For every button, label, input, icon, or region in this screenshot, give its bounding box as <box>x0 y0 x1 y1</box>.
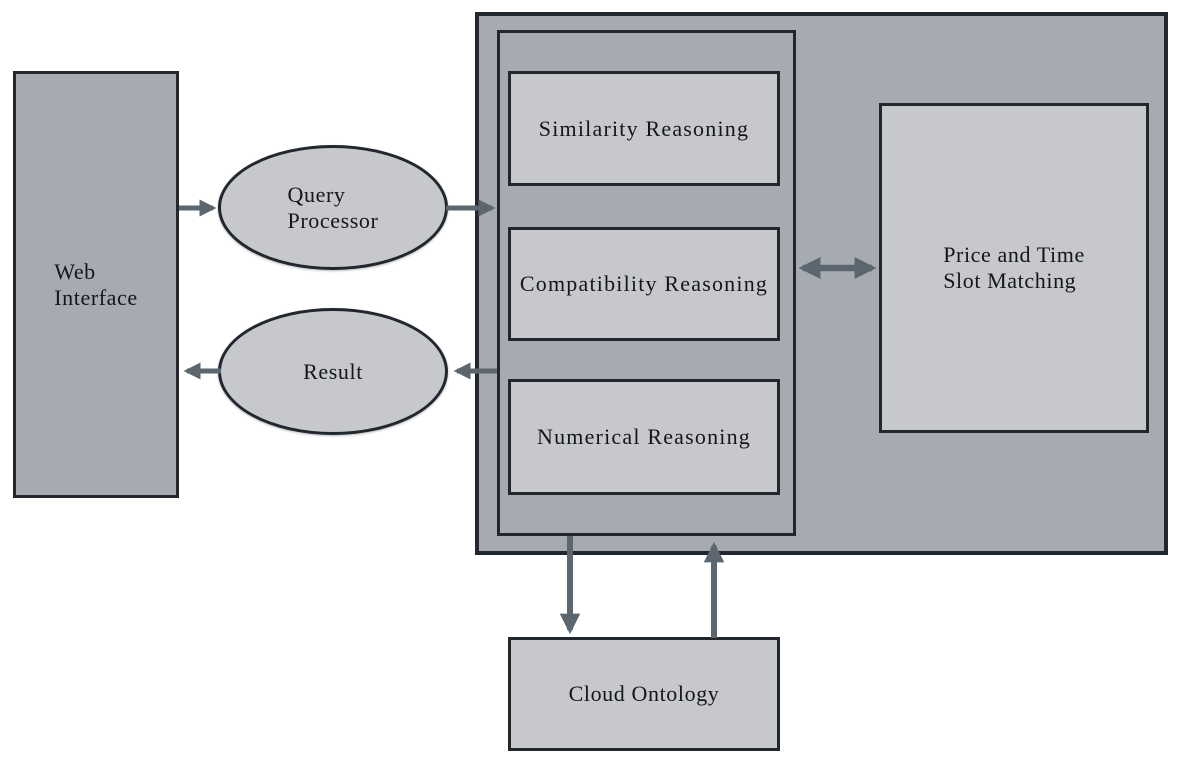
cloud-ontology-label: Cloud Ontology <box>568 681 720 707</box>
web-interface-label: Web Interface <box>54 259 138 310</box>
price-time-slot-matching-label: Price and Time Slot Matching <box>943 242 1085 293</box>
price-time-label-line2: Slot Matching <box>943 268 1077 293</box>
similarity-reasoning-box: Similarity Reasoning <box>508 71 780 186</box>
web-interface-box: Web Interface <box>13 71 179 498</box>
compatibility-reasoning-box: Compatibility Reasoning <box>508 227 780 341</box>
query-processor-label: Query Processor <box>288 182 379 233</box>
result-label: Result <box>303 358 363 384</box>
query-processor-label-line2: Processor <box>287 207 379 233</box>
similarity-reasoning-label: Similarity Reasoning <box>538 115 750 141</box>
numerical-reasoning-box: Numerical Reasoning <box>508 379 780 495</box>
web-interface-label-line2: Interface <box>54 284 138 310</box>
query-processor-ellipse: Query Processor <box>218 145 448 270</box>
price-time-label-line1: Price and Time <box>943 242 1085 268</box>
web-interface-label-line1: Web <box>54 258 96 284</box>
compatibility-reasoning-label: Compatibility Reasoning <box>519 271 769 297</box>
query-processor-label-line1: Query <box>287 181 346 207</box>
numerical-reasoning-label: Numerical Reasoning <box>536 424 752 450</box>
price-time-slot-matching-box: Price and Time Slot Matching <box>879 103 1149 433</box>
result-ellipse: Result <box>218 308 448 435</box>
cloud-ontology-box: Cloud Ontology <box>508 637 780 751</box>
